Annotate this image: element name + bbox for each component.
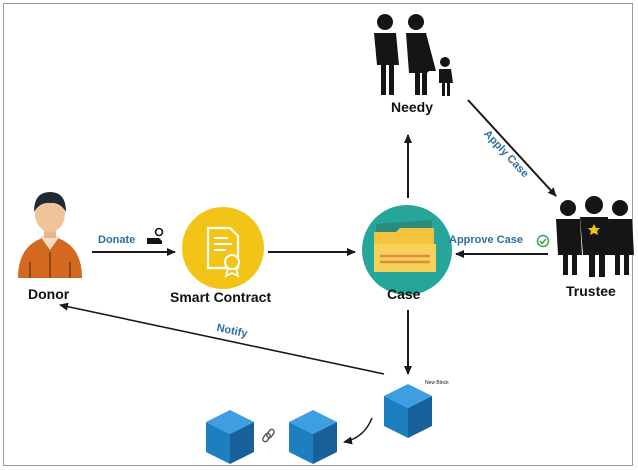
- donor-label: Donor: [28, 286, 70, 302]
- edge-needy-to-trustee: [467, 99, 557, 197]
- needy-label: Needy: [391, 99, 434, 115]
- chain-link-icon: [262, 428, 275, 443]
- edge-block-to-chain: [343, 417, 373, 445]
- new-block-label: New Block: [425, 380, 449, 386]
- edge-block-to-donor: [59, 302, 385, 375]
- approve-check-icon: [536, 234, 550, 248]
- trustee-label: Trustee: [566, 283, 616, 299]
- approve-case-edge-label: Approve Case: [449, 234, 523, 246]
- needy-icon: [374, 14, 453, 96]
- smart-contract-icon: [182, 207, 264, 289]
- donate-edge-label: Donate: [98, 234, 136, 246]
- diagram-frame: [3, 3, 633, 466]
- chain-block-cube-icon: [289, 410, 337, 464]
- chain-block-cube-icon: [206, 410, 254, 464]
- smart-contract-label: Smart Contract: [170, 289, 272, 305]
- trustee-icon: [556, 196, 634, 277]
- donate-coins-icon: [147, 227, 164, 244]
- donor-icon: [18, 192, 82, 278]
- case-label: Case: [387, 286, 421, 302]
- new-block-cube-icon: [384, 384, 432, 438]
- case-icon: [362, 205, 452, 295]
